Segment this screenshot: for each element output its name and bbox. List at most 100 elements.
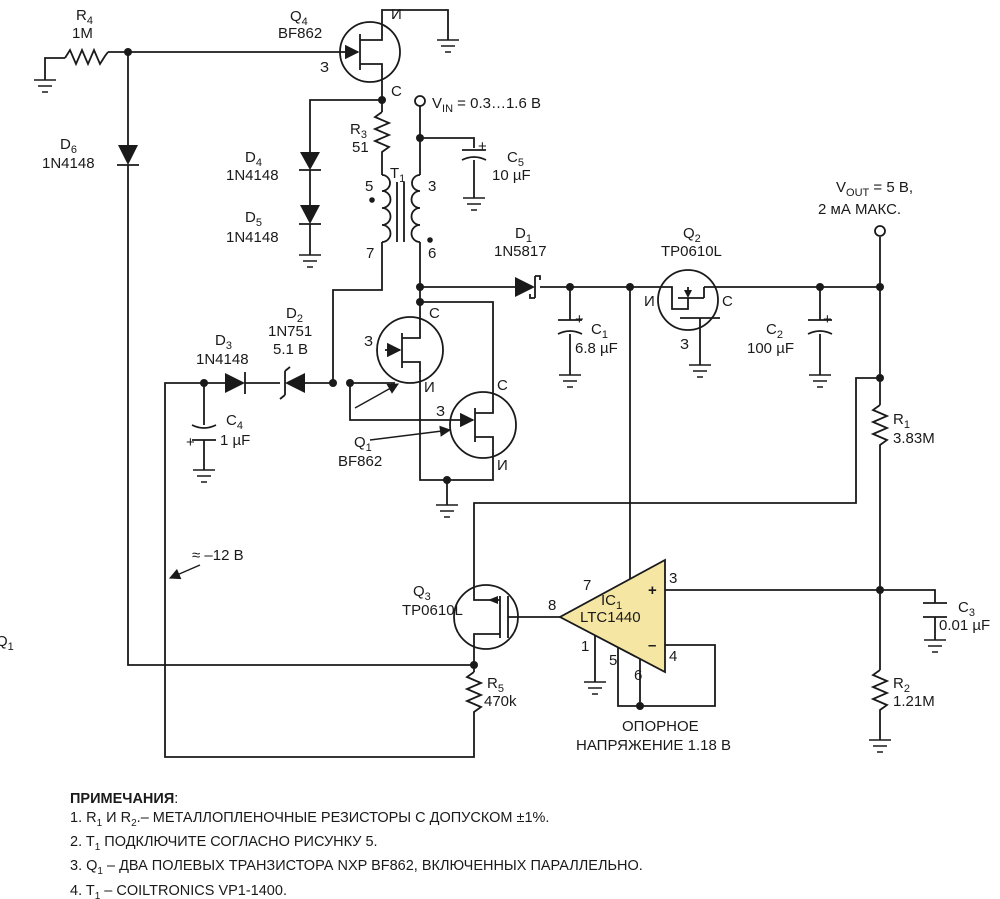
r5-ref: R5	[487, 675, 504, 695]
ic1-comparator	[558, 558, 666, 674]
c2-plus: +	[823, 311, 832, 328]
notes-title: ПРИМЕЧАНИЯ:	[70, 791, 179, 807]
q3-ref: Q3	[413, 583, 431, 603]
r1-value: 3.83M	[893, 430, 935, 447]
wires	[44, 9, 936, 758]
q4-jfet	[335, 21, 401, 83]
d6-type: 1N4148	[42, 155, 95, 172]
q1b-gate-pin: З	[436, 403, 445, 420]
d2-type: 1N751	[268, 323, 312, 340]
q2-source-pin: И	[644, 293, 655, 310]
d2-zener-diode	[279, 366, 305, 400]
d1-schottky-diode	[515, 275, 541, 299]
d5-ref: D5	[245, 209, 262, 229]
r4-value: 1M	[72, 25, 93, 42]
d3-type: 1N4148	[196, 351, 249, 368]
r2-ref: R2	[893, 675, 910, 695]
t1-pin3: 3	[428, 178, 436, 195]
r2-resistor	[870, 669, 890, 715]
d3-ref: D3	[215, 332, 232, 352]
ic-pin1: 1	[581, 638, 589, 655]
ic1-ref: IC1	[601, 592, 622, 612]
vout-limit: 2 мА МАКС.	[818, 201, 901, 218]
ic-pin8: 8	[548, 597, 556, 614]
q4-type: BF862	[278, 25, 322, 42]
r5-value: 470k	[484, 693, 517, 710]
d5-diode	[299, 205, 321, 225]
c3-capacitor	[923, 602, 947, 618]
q1-ref: Q1	[354, 434, 372, 454]
notes-block: ПРИМЕЧАНИЯ: 1. R1 И R2.– МЕТАЛЛОПЛЕНОЧНЫ…	[70, 790, 990, 899]
r3-value: 51	[352, 139, 369, 156]
r1-resistor	[870, 404, 890, 448]
note-2: 2. T1 ПОДКЛЮЧИТЕ СОГЛАСНО РИСУНКУ 5.	[70, 833, 378, 853]
q1a-drain-pin: С	[429, 305, 440, 322]
d4-ref: D4	[245, 149, 262, 169]
cut-q1-label: Q1	[0, 633, 14, 653]
vin-label: VIN = 0.3…1.6 В	[432, 95, 541, 115]
ic-plus-input: +	[648, 582, 657, 599]
d6-diode	[117, 145, 139, 166]
junctions	[124, 48, 884, 710]
d3-diode	[225, 372, 246, 394]
ic-pin6: 6	[634, 667, 642, 684]
r2-value: 1.21M	[893, 693, 935, 710]
q2-mosfet	[657, 269, 720, 340]
vout-terminal	[874, 225, 886, 237]
q1b-source-pin: И	[497, 457, 508, 474]
c1-value: 6.8 µF	[575, 340, 618, 357]
r5-resistor	[464, 671, 484, 718]
r3-resistor	[372, 111, 392, 158]
d1-ref: D1	[515, 225, 532, 245]
c1-ref: C1	[591, 321, 608, 341]
q2-drain-pin: С	[722, 293, 733, 310]
c2-ref: C2	[766, 321, 783, 341]
ic1-type: LTC1440	[580, 609, 641, 626]
note-3: 3. Q1 – ДВА ПОЛЕВЫХ ТРАНЗИСТОРА NXP BF86…	[70, 858, 643, 878]
c2-capacitor	[807, 319, 833, 335]
c5-capacitor	[461, 149, 487, 185]
r4-resistor	[64, 47, 109, 67]
q4-ref: Q4	[290, 8, 308, 28]
c2-value: 100 µF	[747, 340, 794, 357]
d5-type: 1N4148	[226, 229, 279, 246]
q4-gate-pin: З	[320, 59, 329, 76]
q2-ref: Q2	[683, 225, 701, 245]
q2-gate-pin: З	[680, 336, 689, 353]
r4-ref: R4	[76, 7, 93, 27]
ground-symbols	[34, 39, 946, 753]
d4-diode	[299, 152, 321, 171]
d6-ref: D6	[60, 136, 77, 156]
q4-source-pin: И	[391, 6, 402, 23]
q3-mosfet	[453, 584, 520, 650]
q4-drain-pin: С	[391, 83, 402, 100]
d2-value: 5.1 В	[273, 341, 308, 358]
d1-type: 1N5817	[494, 243, 547, 260]
t1-ref: T1	[390, 165, 405, 185]
d2-ref: D2	[286, 305, 303, 325]
ic-minus-input: –	[648, 637, 656, 654]
q1b-jfet	[449, 391, 517, 459]
q3-type: TP0610L	[402, 602, 463, 619]
ic-pin7: 7	[583, 577, 591, 594]
c4-capacitor	[191, 424, 217, 441]
note-1: 1. R1 И R2.– МЕТАЛЛОПЛЕНОЧНЫЕ РЕЗИСТОРЫ …	[70, 809, 550, 829]
c5-ref: C5	[507, 149, 524, 169]
ic-pin4: 4	[669, 648, 677, 665]
note-4: 4. T1 – COILTRONICS VP1-1400.	[70, 882, 287, 899]
t1-pin5: 5	[365, 178, 373, 195]
c1-plus: +	[575, 311, 584, 328]
t1-transformer	[369, 174, 433, 243]
r1-ref: R1	[893, 411, 910, 431]
ref-voltage-line2: НАПРЯЖЕНИЕ 1.18 В	[576, 737, 731, 754]
q1a-jfet	[376, 316, 444, 384]
c4-plus: +	[186, 434, 195, 451]
c5-value: 10 µF	[492, 167, 531, 184]
c3-value: 0.01 µF	[939, 617, 990, 634]
q1-type: BF862	[338, 453, 382, 470]
vout-label: VOUT = 5 В,	[836, 179, 913, 199]
t1-pin7: 7	[366, 245, 374, 262]
d4-type: 1N4148	[226, 167, 279, 184]
